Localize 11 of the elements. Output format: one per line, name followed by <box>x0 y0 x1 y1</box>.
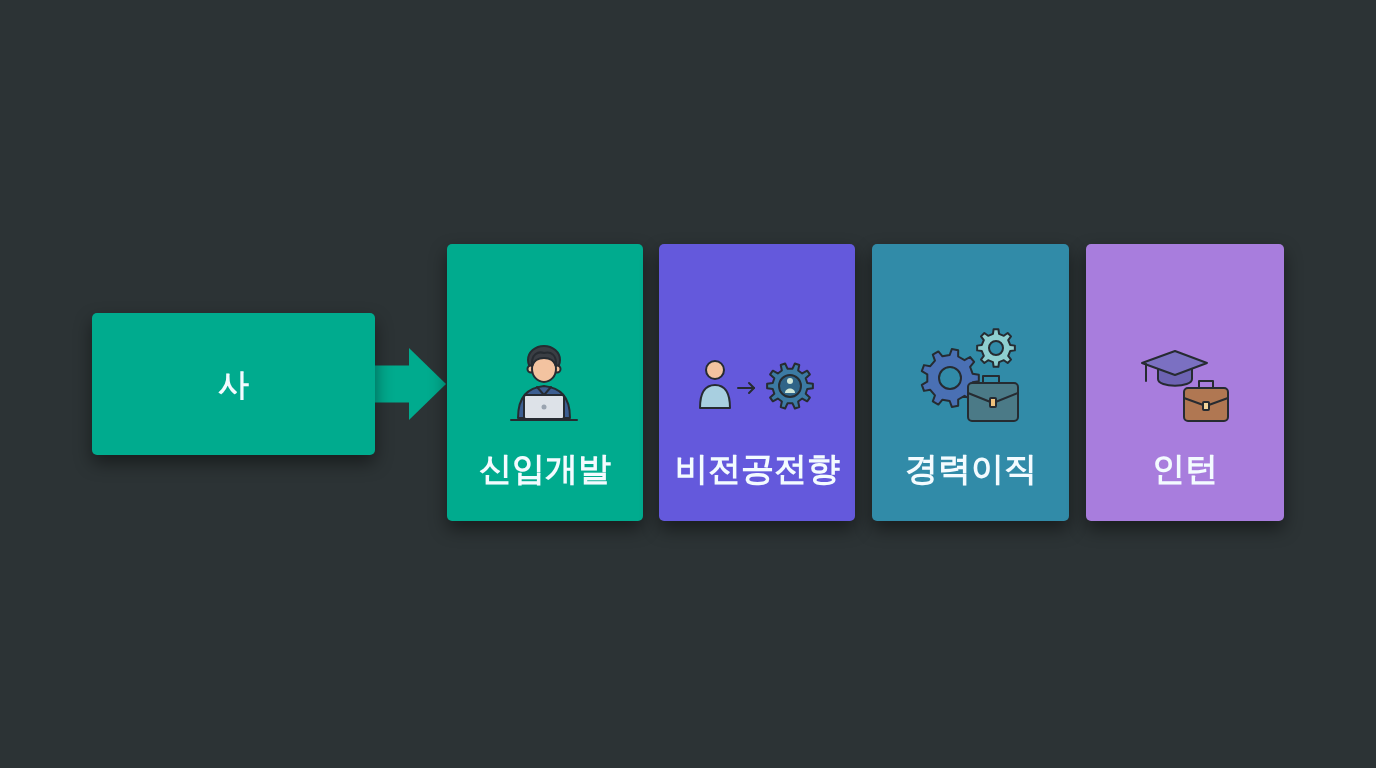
category-card <box>659 244 855 521</box>
box-label: 경력이직 <box>904 448 1037 490</box>
start-box <box>92 313 375 455</box>
box-label: 신입개발 <box>479 448 611 490</box>
box-label: 비전공전향 <box>674 448 840 490</box>
arrow <box>375 348 446 420</box>
category-card <box>872 244 1069 521</box>
box-label: 사 <box>218 365 249 403</box>
category-card <box>1086 244 1284 521</box>
category-card <box>447 244 643 521</box>
box-label: 인턴 <box>1152 448 1218 490</box>
